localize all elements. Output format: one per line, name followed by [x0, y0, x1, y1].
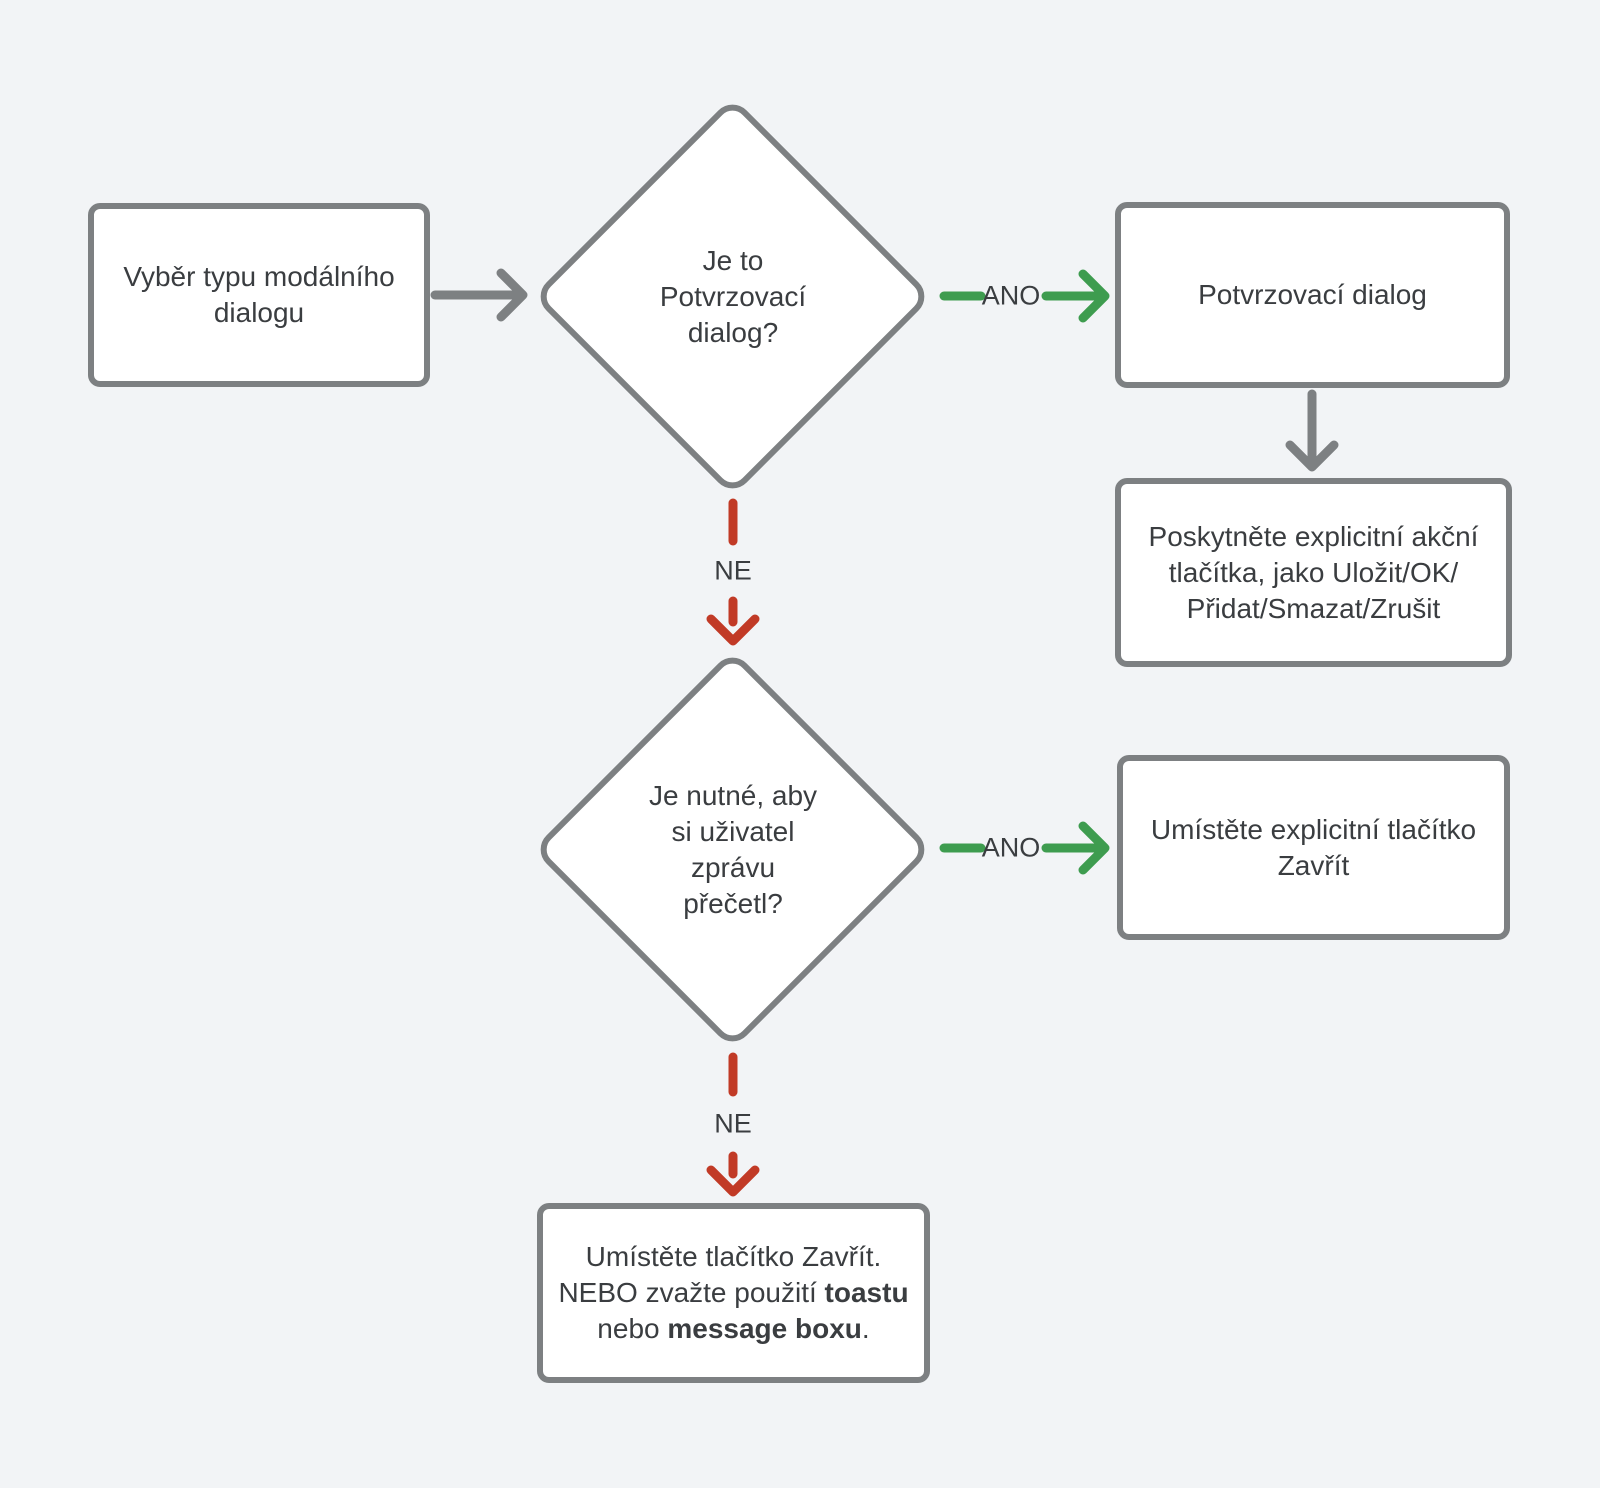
edge-label-yes-2: ANO: [981, 832, 1041, 863]
edge-is-confirm-no: [706, 498, 760, 646]
edge-label-yes-1: ANO: [981, 280, 1041, 311]
edge-label-no-1: NE: [714, 555, 752, 586]
node-confirm-dialog: Potvrzovací dialog: [1115, 202, 1510, 388]
node-close-or-toast-text: Umístěte tlačítko Zavřít.NEBO zvažte pou…: [558, 1241, 909, 1344]
node-close-or-toast: Umístěte tlačítko Zavřít.NEBO zvažte pou…: [537, 1203, 930, 1383]
edge-must-read-yes: [939, 821, 1110, 875]
node-confirm-dialog-text: Potvrzovací dialog: [1198, 279, 1427, 310]
edge-must-read-no: [706, 1052, 760, 1197]
edge-is-confirm-yes: [939, 269, 1110, 323]
edge-start-to-is-confirm: [430, 268, 528, 322]
edge-label-no-2: NE: [714, 1108, 752, 1139]
edge-confirm-dialog-to-actions: [1285, 389, 1339, 472]
